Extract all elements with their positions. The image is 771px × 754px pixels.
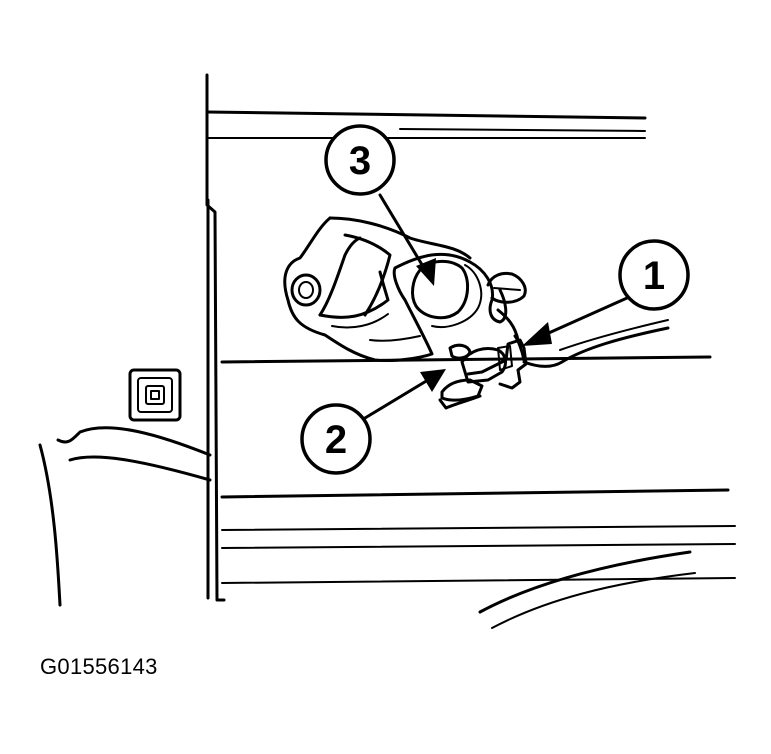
callout-3: 3	[324, 124, 396, 196]
callout-1-label: 1	[643, 254, 665, 298]
callout-2: 2	[300, 403, 372, 475]
arrow-head-2	[420, 369, 446, 392]
switch-icon	[128, 368, 182, 422]
callout-2-label: 2	[325, 418, 347, 462]
callout-1: 1	[618, 239, 690, 311]
leader-arrows	[363, 193, 629, 420]
actuator-rod	[522, 319, 670, 368]
door-trim	[38, 426, 212, 607]
callout-3-label: 3	[349, 139, 371, 183]
figure-id: G01556143	[40, 654, 158, 679]
door-panel	[205, 73, 736, 629]
rod-clip	[438, 334, 528, 410]
arrow-head-3	[416, 258, 436, 286]
latch-assembly	[283, 216, 527, 362]
arrow-head-1	[522, 322, 552, 346]
